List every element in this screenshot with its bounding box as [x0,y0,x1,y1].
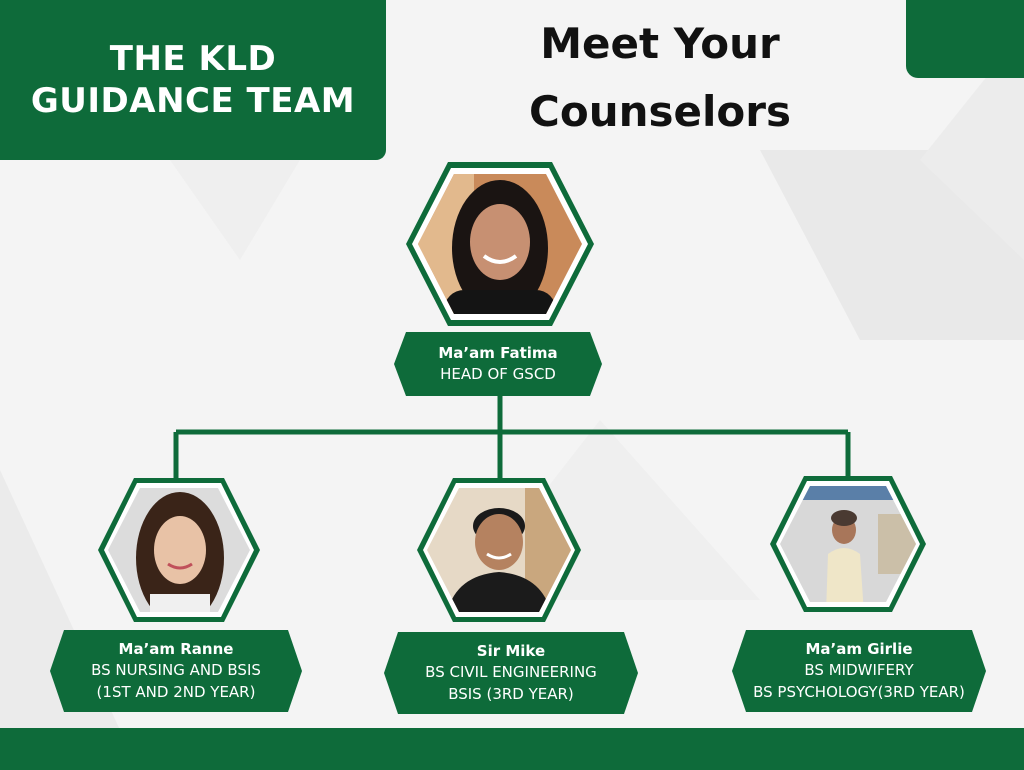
team-title-line-2: GUIDANCE TEAM [30,81,356,121]
counselor-name: Sir Mike [476,642,546,660]
counselor-label-mike: Sir Mike BS CIVIL ENGINEERING BSIS (3RD … [384,632,638,714]
label-banner-shape [394,332,602,396]
photo-girlie [770,476,926,612]
label-banner-shape [732,630,986,712]
label-banner-shape [384,632,638,714]
counselor-name: Ma’am Fatima [438,344,558,362]
counselor-role-line: (1ST AND 2ND YEAR) [96,683,256,701]
counselor-label-fatima: Ma’am Fatima HEAD OF GSCD [394,332,602,396]
portrait-woman-smiling-icon [418,174,582,314]
label-banner-shape [50,630,302,712]
counselor-role-line: BSIS (3RD YEAR) [448,685,574,703]
portrait-woman-standing-icon [780,486,916,602]
team-title-line-1: THE KLD [109,39,277,79]
headline-line-2: Counselors [529,87,791,136]
footer-bar [0,728,1024,770]
counselor-name: Ma’am Girlie [805,640,913,658]
counselor-role-line: HEAD OF GSCD [440,365,556,383]
counselor-label-girlie: Ma’am Girlie BS MIDWIFERY BS PSYCHOLOGY(… [732,630,986,712]
portrait-woman-long-hair-icon [108,488,250,612]
team-title-box: THE KLD GUIDANCE TEAM [0,0,386,160]
counselor-role-line: BS CIVIL ENGINEERING [425,663,597,681]
counselor-label-ranne: Ma’am Ranne BS NURSING AND BSIS (1ST AND… [50,630,302,712]
counselor-role-line: BS PSYCHOLOGY(3RD YEAR) [753,683,965,701]
photo-mike [417,478,581,622]
counselor-role-line: BS NURSING AND BSIS [91,661,261,679]
photo-fatima [406,162,594,326]
portrait-man-smiling-icon [427,488,571,612]
corner-accent [906,0,1024,78]
headline-line-1: Meet Your [540,19,780,68]
counselor-name: Ma’am Ranne [118,640,234,658]
counselor-role-line: BS MIDWIFERY [804,661,914,679]
photo-ranne [98,478,260,622]
